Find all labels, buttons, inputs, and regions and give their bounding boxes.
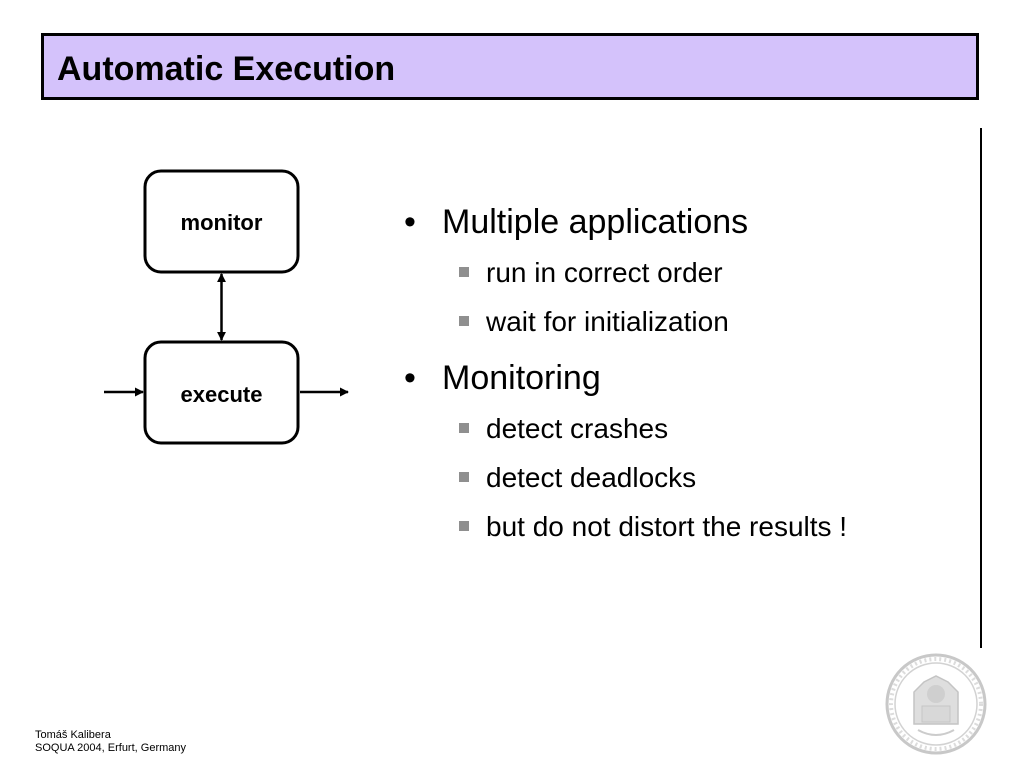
bullet-text: Multiple applications — [442, 203, 749, 241]
sub-bullet-group: detect crashes detect deadlocks but do n… — [404, 404, 847, 551]
sub-bullet-text: run in correct order — [486, 257, 723, 288]
sub-bullet-text: detect crashes — [486, 413, 669, 444]
title-bar: Automatic Execution — [41, 33, 979, 100]
square-bullet-icon — [459, 316, 469, 326]
monitor-box — [143, 169, 300, 274]
sub-bullet-item: run in correct order — [404, 248, 847, 297]
bullet-dot-icon: • — [404, 203, 416, 241]
footer: Tomáš Kalibera SOQUA 2004, Erfurt, Germa… — [35, 729, 186, 755]
footer-event: SOQUA 2004, Erfurt, Germany — [35, 742, 187, 754]
bullet-text: Monitoring — [442, 359, 601, 397]
sub-bullet-item: detect crashes — [404, 404, 847, 453]
right-divider-line — [980, 128, 982, 648]
slide-title: Automatic Execution — [57, 50, 396, 88]
sub-bullet-text: but do not distort the results ! — [486, 511, 848, 542]
square-bullet-icon — [459, 521, 469, 531]
university-seal-icon — [885, 653, 987, 755]
sub-bullet-text: wait for initialization — [486, 306, 729, 337]
bullet-list: • Multiple applications run in correct o… — [404, 196, 847, 557]
sub-bullet-item: wait for initialization — [404, 297, 847, 346]
sub-bullet-text: detect deadlocks — [486, 462, 697, 493]
execute-label: execute — [181, 382, 263, 407]
execution-diagram: monitor execute — [104, 169, 349, 445]
sub-bullet-item: but do not distort the results ! — [404, 502, 847, 551]
sub-bullet-item: detect deadlocks — [404, 453, 847, 502]
execute-box — [143, 340, 300, 445]
bullet-item: • Monitoring — [404, 352, 847, 404]
square-bullet-icon — [459, 267, 469, 277]
monitor-label: monitor — [181, 210, 263, 235]
square-bullet-icon — [459, 423, 469, 433]
footer-author: Tomáš Kalibera — [35, 729, 111, 741]
square-bullet-icon — [459, 472, 469, 482]
bullet-dot-icon: • — [404, 359, 416, 397]
bullet-item: • Multiple applications — [404, 196, 847, 248]
sub-bullet-group: run in correct order wait for initializa… — [404, 248, 847, 346]
